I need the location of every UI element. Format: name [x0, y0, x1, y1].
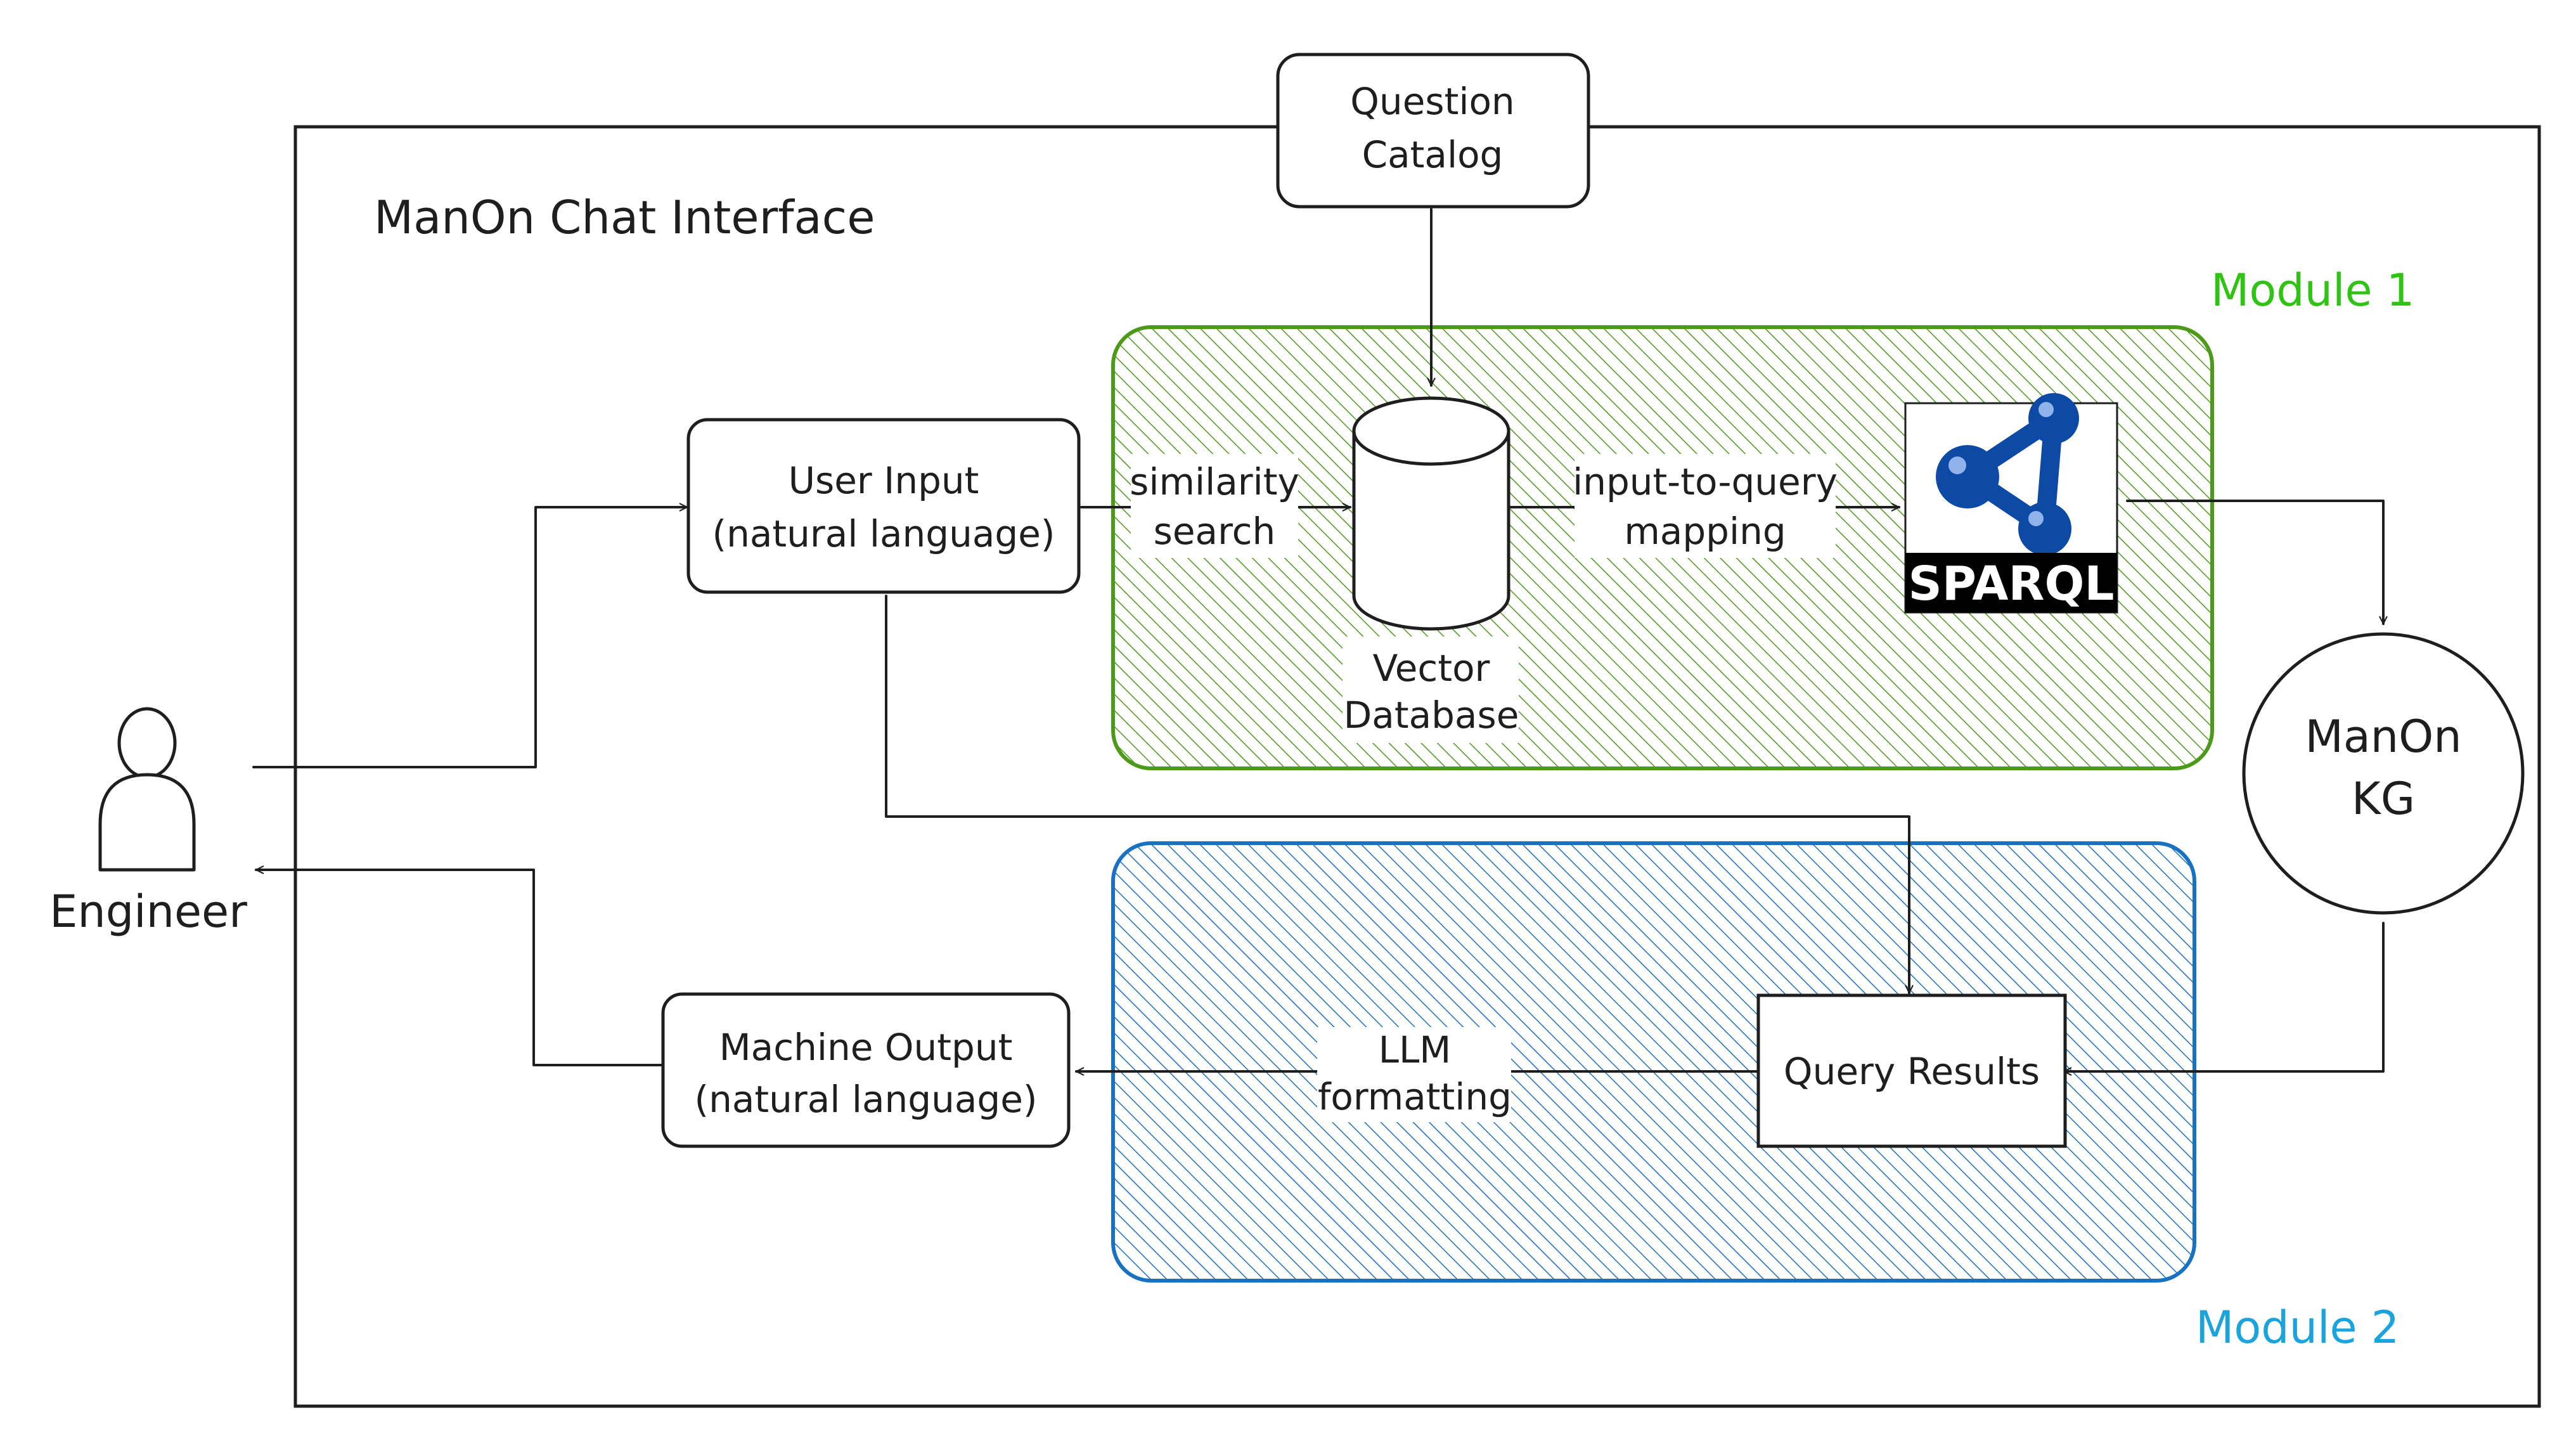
- edge-kg-to-results: [2063, 922, 2385, 1071]
- module-2-label: Module 2: [2196, 1302, 2399, 1354]
- machine-output-line1: Machine Output: [719, 1026, 1013, 1069]
- kg-line2: KG: [2352, 773, 2415, 825]
- mapping-line2: mapping: [1624, 510, 1786, 553]
- mapping-line1: input-to-query: [1573, 460, 1838, 503]
- llm-line1: LLM: [1379, 1028, 1452, 1071]
- similarity-line1: similarity: [1130, 460, 1299, 503]
- query-results-node: Query Results: [1756, 993, 2067, 1148]
- user-input-line1: User Input: [789, 459, 979, 502]
- vector-database-node: Vector Database: [1343, 396, 1519, 743]
- edge-engineer-to-input: [252, 507, 688, 768]
- vector-database-label: Vector Database: [1343, 637, 1519, 743]
- machine-output-node: Machine Output (natural language): [661, 992, 1071, 1148]
- vector-db-line2: Database: [1344, 694, 1519, 737]
- engineer-actor: Engineer: [49, 707, 247, 938]
- sparql-logo: SPARQL: [1904, 393, 2118, 614]
- llm-line2: formatting: [1318, 1075, 1512, 1118]
- edge-input-to-results: [885, 595, 1909, 994]
- edge-output-to-engineer: [255, 870, 663, 1066]
- question-catalog-node: Question Catalog: [1276, 53, 1590, 209]
- edge-label-input-to-query-mapping: input-to-query mapping: [1573, 454, 1838, 558]
- question-catalog-line2: Catalog: [1362, 133, 1504, 176]
- module-1-label: Module 1: [2211, 264, 2414, 316]
- edge-sparql-to-kg: [2126, 500, 2383, 625]
- manon-kg-node: ManOn KG: [2242, 632, 2525, 915]
- chat-interface-title: ManOn Chat Interface: [374, 191, 875, 244]
- user-input-line2: (natural language): [712, 512, 1055, 555]
- edge-label-llm-formatting: LLM formatting: [1317, 1027, 1512, 1122]
- module-2-region: [1111, 841, 2196, 1283]
- sparql-wordmark: SPARQL: [1908, 557, 2114, 611]
- query-results-label: Query Results: [1784, 1050, 2040, 1093]
- machine-output-line2: (natural language): [694, 1078, 1037, 1121]
- vector-db-line1: Vector: [1373, 647, 1490, 690]
- edge-label-similarity-search: similarity search: [1130, 454, 1299, 558]
- kg-line1: ManOn: [2305, 711, 2461, 763]
- engineer-label: Engineer: [49, 886, 247, 938]
- similarity-line2: search: [1154, 510, 1276, 553]
- person-icon: [98, 707, 196, 872]
- sparql-molecule-icon: [1936, 393, 2079, 555]
- user-input-node: User Input (natural language): [686, 418, 1081, 594]
- question-catalog-line1: Question: [1350, 80, 1514, 123]
